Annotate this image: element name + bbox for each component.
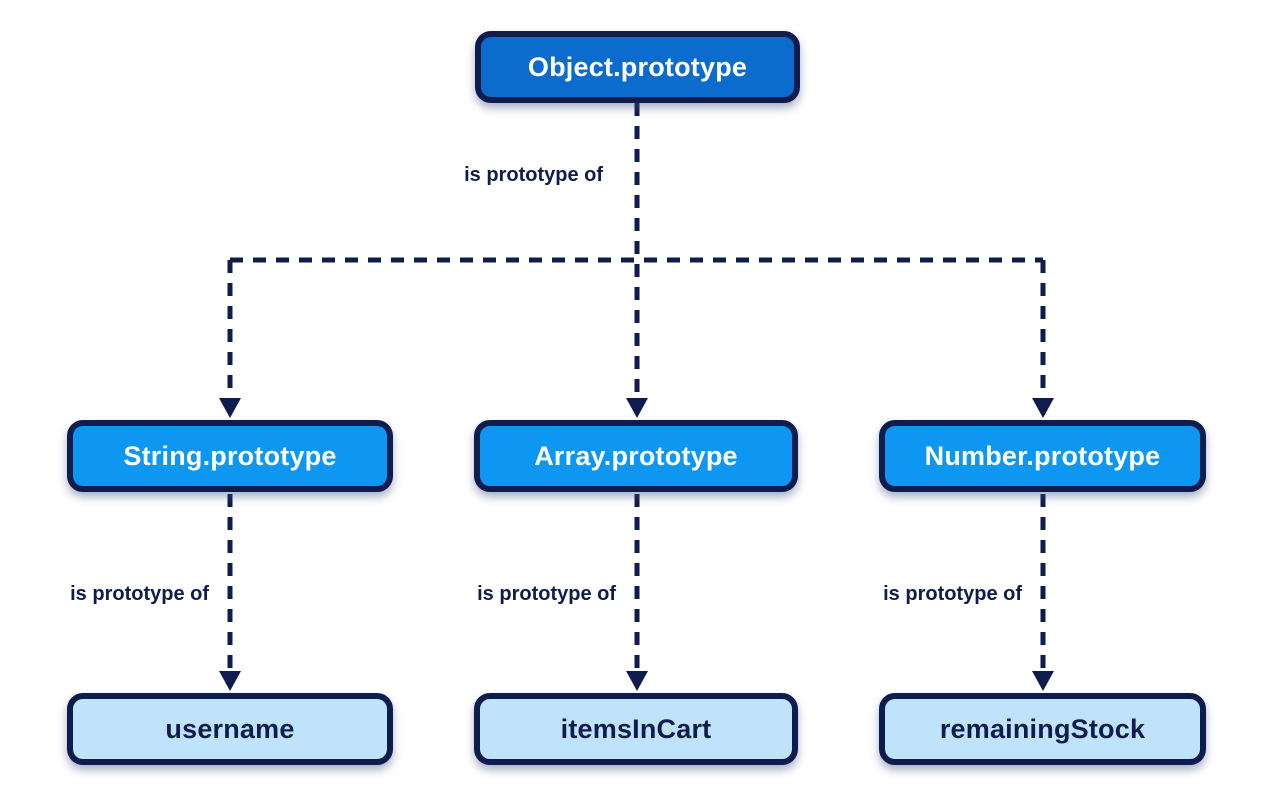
edge-label-root: is prototype of [464, 164, 603, 186]
edge-label-string-to-username: is prototype of [70, 583, 209, 605]
arrowhead-username [219, 671, 241, 691]
node-itemsincart: itemsInCart [474, 693, 798, 765]
arrowhead-string-prototype [219, 398, 241, 418]
edge-label-array-to-itemsincart: is prototype of [477, 583, 616, 605]
node-username: username [67, 693, 393, 765]
node-number-prototype: Number.prototype [879, 420, 1206, 492]
edge-label-number-to-remainingstock: is prototype of [883, 583, 1022, 605]
arrowhead-remainingstock [1032, 671, 1054, 691]
arrowhead-array-prototype [626, 398, 648, 418]
arrowhead-itemsincart [626, 671, 648, 691]
node-object-prototype: Object.prototype [475, 31, 800, 103]
node-array-prototype: Array.prototype [474, 420, 798, 492]
node-remainingstock: remainingStock [879, 693, 1206, 765]
node-string-prototype: String.prototype [67, 420, 393, 492]
arrowhead-number-prototype [1032, 398, 1054, 418]
